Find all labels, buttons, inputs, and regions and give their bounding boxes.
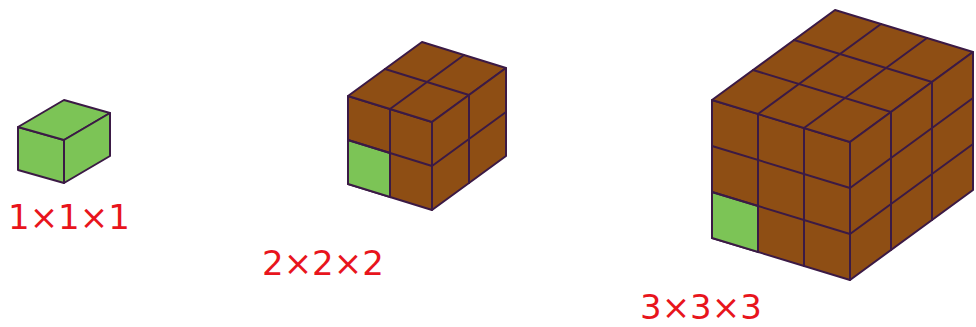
- cube-grid-line: [757, 114, 759, 252]
- cube-grid-line: [931, 82, 933, 220]
- cube-grid-line: [432, 112, 506, 166]
- cube-grid-line: [804, 38, 927, 128]
- dimension-label: 3×3×3: [640, 290, 762, 324]
- green-unit-cube: [348, 140, 390, 197]
- cube-grid-line: [850, 98, 973, 188]
- cube-grid-line: [753, 70, 891, 112]
- dimension-label: 1×1×1: [8, 200, 130, 234]
- cube-figure: [712, 10, 973, 280]
- cube-grid-line: [712, 146, 850, 188]
- cube-face: [850, 52, 973, 280]
- green-unit-cube: [712, 192, 758, 252]
- cube-face: [64, 113, 110, 183]
- cube-grid-line: [385, 69, 469, 95]
- cube-grid-line: [758, 24, 881, 114]
- dimension-label: 2×2×2: [262, 246, 384, 280]
- cube-figure: [18, 100, 110, 183]
- cube-figure: [348, 42, 506, 210]
- cube-grid-line: [850, 144, 973, 234]
- cube-grid-line: [803, 128, 805, 266]
- cube-grid-line: [794, 40, 932, 82]
- cube-face: [432, 68, 506, 210]
- cube-grid-line: [712, 192, 850, 234]
- cube-grid-line: [348, 140, 432, 166]
- cube-grid-line: [890, 112, 892, 250]
